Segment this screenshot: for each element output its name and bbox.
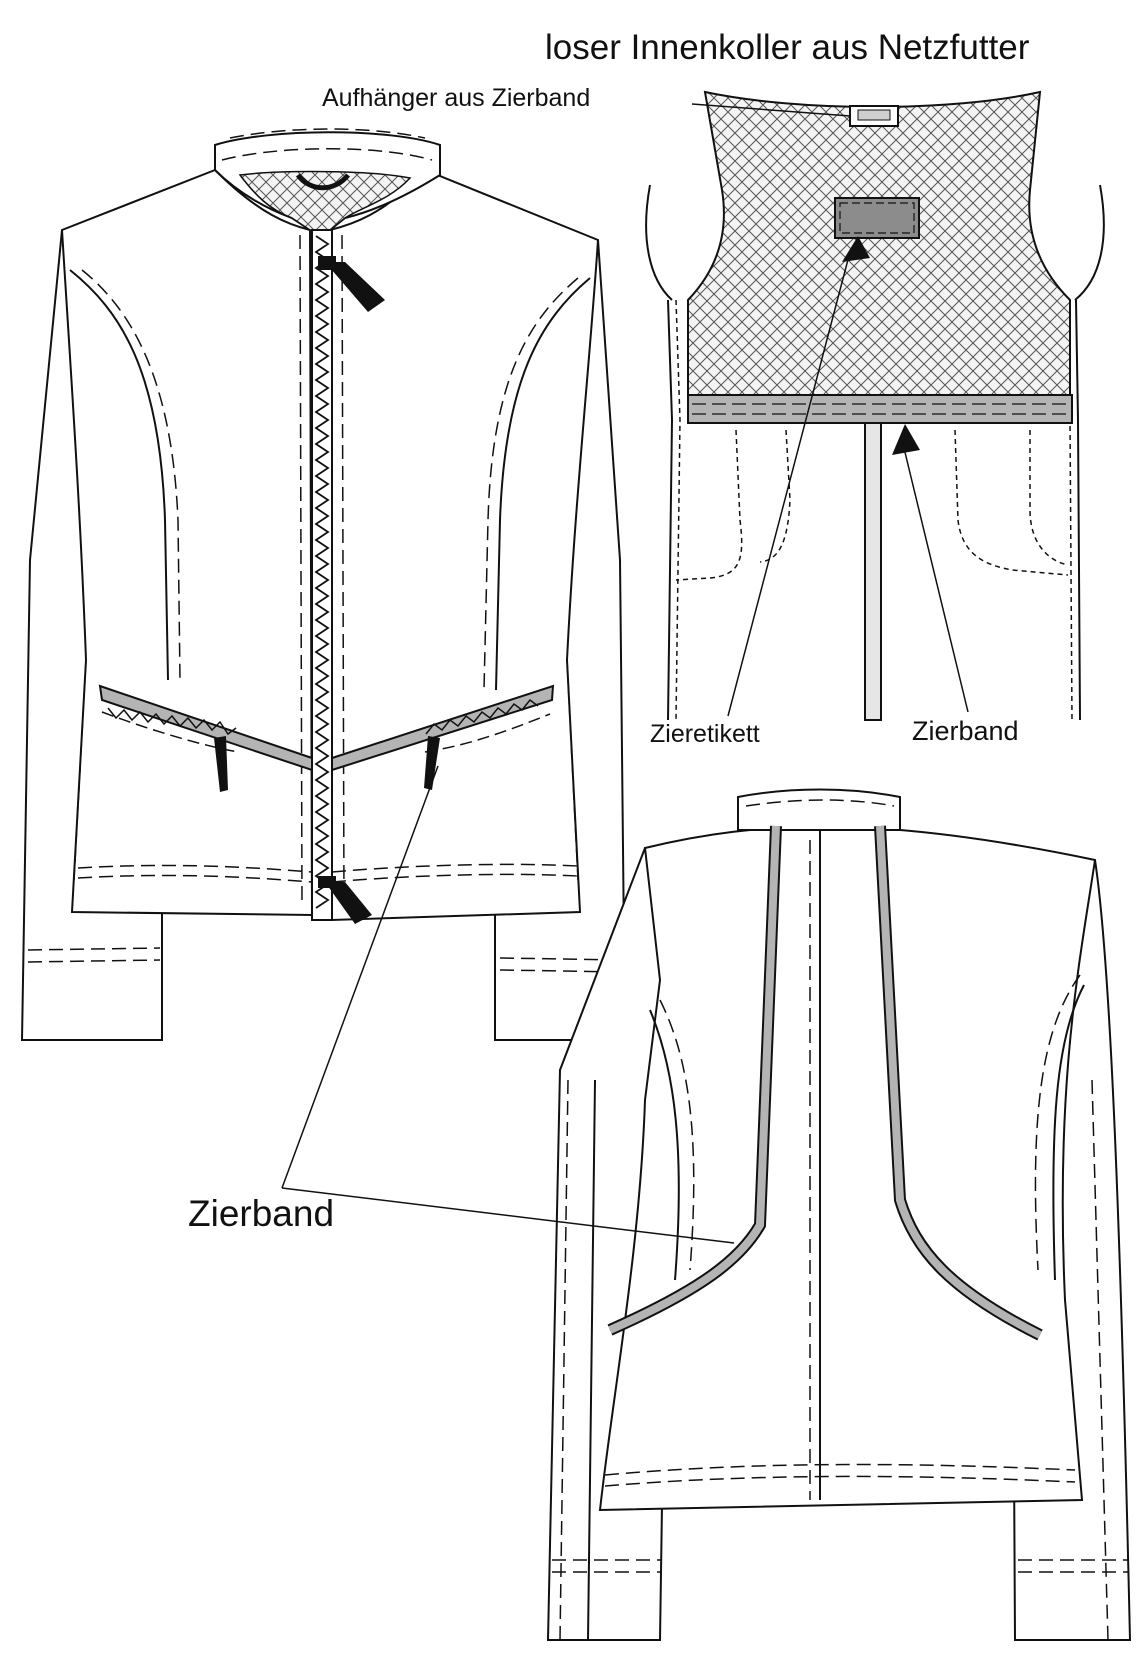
decorative-label — [834, 197, 920, 239]
yoke-right-facing — [1075, 299, 1081, 721]
leader-band-large-2 — [281, 1187, 735, 1244]
band-arrowhead — [892, 424, 920, 455]
front-hanger-loop — [295, 173, 350, 191]
zipper-slider-top — [318, 256, 336, 270]
front-left-pocket-zip-teeth — [107, 707, 237, 736]
yoke-decorative-band — [687, 394, 1073, 424]
back-jacket — [546, 788, 1132, 1641]
back-collar — [737, 788, 901, 831]
front-right-body — [328, 168, 600, 922]
zipper-stop-bottom — [318, 876, 336, 888]
front-right-princess-seam — [495, 277, 591, 691]
front-right-pocket-pull — [424, 736, 440, 790]
mesh-yoke — [687, 90, 1071, 396]
back-hem-stitch — [604, 1463, 1076, 1476]
yoke-center-band-strip — [864, 419, 882, 721]
front-jacket — [20, 128, 627, 1041]
front-left-pocket-pull — [214, 736, 228, 792]
front-zipper — [311, 229, 385, 924]
front-left-princess-seam — [69, 269, 169, 681]
yoke-left-pocket-bag — [675, 429, 743, 581]
front-left-pocket-tape — [98, 684, 313, 772]
leader-band-yoke — [901, 439, 969, 713]
yoke-left-facing — [667, 299, 674, 721]
inner-yoke-view — [645, 90, 1105, 721]
zipper-pull-bottom — [325, 882, 372, 924]
decorative-band-caption-large: Zierband — [188, 1193, 335, 1234]
front-right-pocket-zip-teeth — [425, 698, 539, 735]
zipper-pull-top — [325, 262, 385, 312]
back-decorative-tapes — [607, 825, 1043, 1341]
front-right-pocket-tape — [331, 684, 555, 772]
yoke-right-pocket-bag — [954, 429, 1069, 576]
decorative-label-caption: Zieretikett — [650, 720, 760, 748]
hanger-label: Aufhänger aus Zierband — [322, 84, 591, 112]
leader-hanger — [691, 103, 851, 117]
back-body — [598, 825, 1097, 1512]
title-label: loser Innenkoller aus Netzfutter — [545, 28, 1030, 67]
front-hem-stitch — [77, 864, 313, 873]
front-left-body — [60, 168, 314, 917]
leader-band-large-1 — [281, 765, 439, 1189]
front-pockets — [98, 684, 555, 792]
front-neck-mesh — [238, 170, 412, 231]
leader-label — [727, 251, 851, 717]
decorative-band-caption-small: Zierband — [912, 716, 1019, 746]
leader-lines — [281, 103, 969, 1244]
